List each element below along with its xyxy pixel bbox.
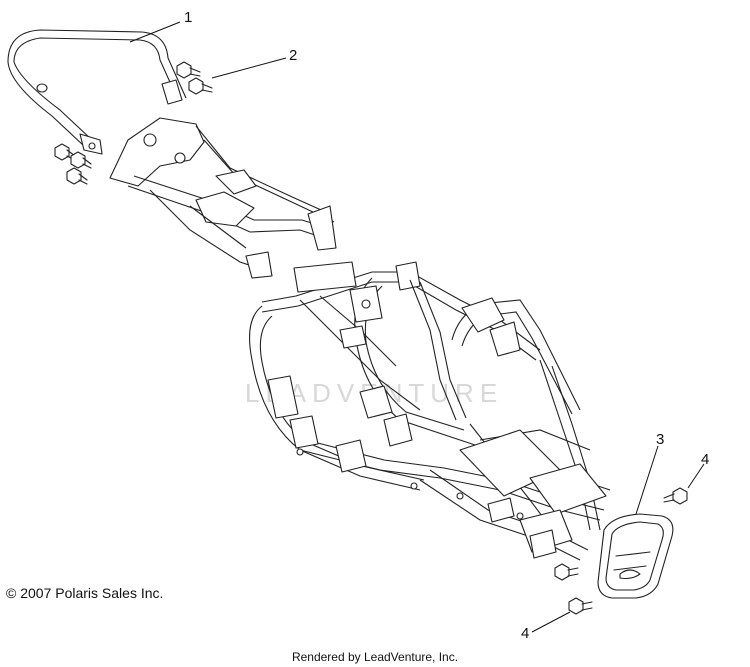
bolt-set-lower[interactable] (554, 487, 688, 615)
front-bumper[interactable] (597, 513, 674, 599)
copyright-notice: © 2007 Polaris Sales Inc. (6, 585, 164, 601)
callout-4-upper-label: 4 (701, 451, 709, 468)
rear-subframe[interactable] (109, 117, 337, 279)
callout-2: 2 (211, 47, 297, 79)
main-frame[interactable] (249, 261, 611, 561)
callout-4-lower-label: 4 (521, 625, 529, 642)
rendered-by-footer: Rendered by LeadVenture, Inc. (291, 650, 459, 664)
callout-3-label: 3 (656, 431, 664, 448)
callout-2-label: 2 (289, 47, 297, 64)
callout-4-lower: 4 (521, 611, 571, 642)
callout-1-label: 1 (184, 9, 192, 26)
rear-grab-bar[interactable] (7, 29, 187, 155)
callout-3: 3 (635, 431, 664, 515)
callout-1: 1 (129, 9, 192, 43)
bolt-set-upper[interactable] (54, 61, 213, 185)
callout-4-upper: 4 (687, 451, 709, 489)
